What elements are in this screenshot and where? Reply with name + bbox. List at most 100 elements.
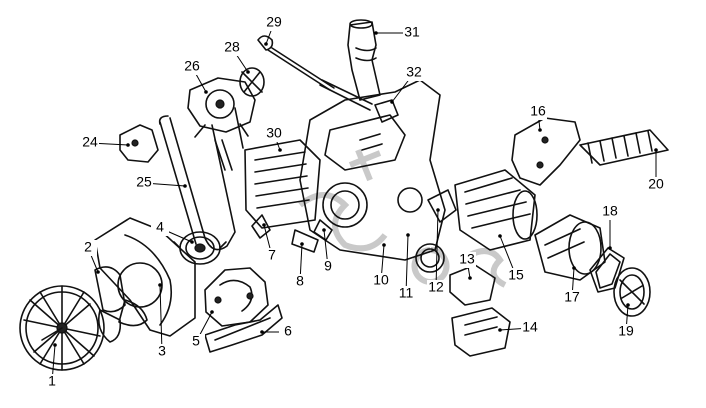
callout-2: 2 xyxy=(79,239,100,274)
callout-7: 7 xyxy=(262,223,281,264)
callout-bg-31 xyxy=(403,25,421,41)
leader-dot-13 xyxy=(468,276,472,280)
callout-18: 18 xyxy=(601,203,619,250)
callout-label-11: 11 xyxy=(399,285,414,301)
leader-dot-12 xyxy=(436,208,440,212)
part-engine-block xyxy=(299,79,446,261)
part-connector xyxy=(374,99,399,123)
part-fan-shroud xyxy=(94,217,196,337)
callout-9: 9 xyxy=(319,228,337,275)
callout-12: 12 xyxy=(427,208,445,296)
callout-label-20: 20 xyxy=(648,176,664,192)
callout-label-1: 1 xyxy=(48,373,56,389)
callout-label-13: 13 xyxy=(459,251,475,267)
callout-label-12: 12 xyxy=(428,279,444,295)
callout-16: 16 xyxy=(529,103,547,132)
callout-bg-32 xyxy=(405,65,423,81)
callout-label-4: 4 xyxy=(156,219,164,235)
part-side-bracket xyxy=(511,117,581,186)
callout-label-31: 31 xyxy=(404,24,420,40)
leader-dot-6 xyxy=(260,330,264,334)
callout-label-18: 18 xyxy=(602,203,618,219)
callout-19: 19 xyxy=(617,303,635,340)
callout-bg-15 xyxy=(507,268,525,284)
callout-bg-5 xyxy=(187,334,205,350)
part-seals xyxy=(415,189,457,273)
leader-dot-17 xyxy=(572,266,576,270)
leader-dot-14 xyxy=(498,328,502,332)
callout-label-19: 19 xyxy=(618,323,634,339)
callout-label-9: 9 xyxy=(324,258,332,274)
part-alternator-pulley xyxy=(239,67,265,97)
leader-dot-19 xyxy=(626,303,630,307)
callout-17: 17 xyxy=(563,266,581,306)
callout-label-8: 8 xyxy=(296,273,304,289)
callout-label-29: 29 xyxy=(266,14,282,30)
leader-dot-20 xyxy=(654,148,658,152)
part-corrugated-hose xyxy=(579,129,669,166)
leader-dot-31 xyxy=(374,31,378,35)
leader-dot-1 xyxy=(53,343,57,347)
callout-label-3: 3 xyxy=(158,343,166,359)
callout-24: 24 xyxy=(81,134,130,151)
part-air-cleaner xyxy=(534,214,606,281)
part-fan-blades xyxy=(94,266,148,343)
callout-bg-13 xyxy=(458,252,476,268)
callout-bg-4 xyxy=(151,220,169,236)
part-cylinder-head xyxy=(244,139,321,229)
callout-3: 3 xyxy=(153,283,171,360)
leader-dot-24 xyxy=(126,143,130,147)
callout-4: 4 xyxy=(151,219,194,244)
callout-bg-20 xyxy=(647,177,665,193)
callout-13: 13 xyxy=(458,251,476,280)
callout-1: 1 xyxy=(43,343,61,390)
callout-bg-6 xyxy=(279,324,297,340)
callout-11: 11 xyxy=(397,233,415,302)
callout-bg-28 xyxy=(223,40,241,56)
leader-dot-15 xyxy=(498,234,502,238)
callout-label-15: 15 xyxy=(508,267,524,283)
callout-bg-17 xyxy=(563,290,581,306)
callout-label-26: 26 xyxy=(184,58,200,74)
part-carburetor xyxy=(449,264,511,357)
callout-30: 30 xyxy=(265,125,283,152)
callout-bg-1 xyxy=(43,374,61,390)
callout-bg-8 xyxy=(291,274,309,290)
callout-5: 5 xyxy=(187,310,214,350)
part-alternator xyxy=(187,77,256,138)
callout-14: 14 xyxy=(498,319,539,336)
leader-dot-8 xyxy=(300,242,304,246)
callout-bg-24 xyxy=(81,135,99,151)
callout-bg-2 xyxy=(79,240,97,256)
callout-31: 31 xyxy=(374,24,421,41)
leader-dot-4 xyxy=(190,240,194,244)
callout-label-16: 16 xyxy=(530,103,546,119)
part-intake-cylinder xyxy=(454,169,538,251)
leader-dot-25 xyxy=(183,184,187,188)
leader-dot-10 xyxy=(382,243,386,247)
part-fan-grille xyxy=(19,285,105,371)
callout-bg-19 xyxy=(617,324,635,340)
callout-label-30: 30 xyxy=(266,125,282,141)
callout-label-7: 7 xyxy=(268,247,276,263)
callout-label-14: 14 xyxy=(522,319,538,335)
callout-bg-16 xyxy=(529,104,547,120)
callout-label-25: 25 xyxy=(136,174,152,190)
callout-10: 10 xyxy=(372,243,390,289)
part-dipstick xyxy=(257,35,373,111)
leader-dot-2 xyxy=(96,270,100,274)
callout-32: 32 xyxy=(390,64,423,104)
callout-bg-14 xyxy=(521,320,539,336)
callout-25: 25 xyxy=(135,174,187,191)
callout-label-6: 6 xyxy=(284,323,292,339)
callout-28: 28 xyxy=(223,39,250,74)
callout-6: 6 xyxy=(260,323,297,340)
callout-bg-10 xyxy=(372,273,390,289)
callout-bg-26 xyxy=(183,59,201,75)
callout-bg-30 xyxy=(265,126,283,142)
callout-label-28: 28 xyxy=(224,39,240,55)
callout-label-10: 10 xyxy=(373,272,389,288)
callout-26: 26 xyxy=(183,58,208,94)
